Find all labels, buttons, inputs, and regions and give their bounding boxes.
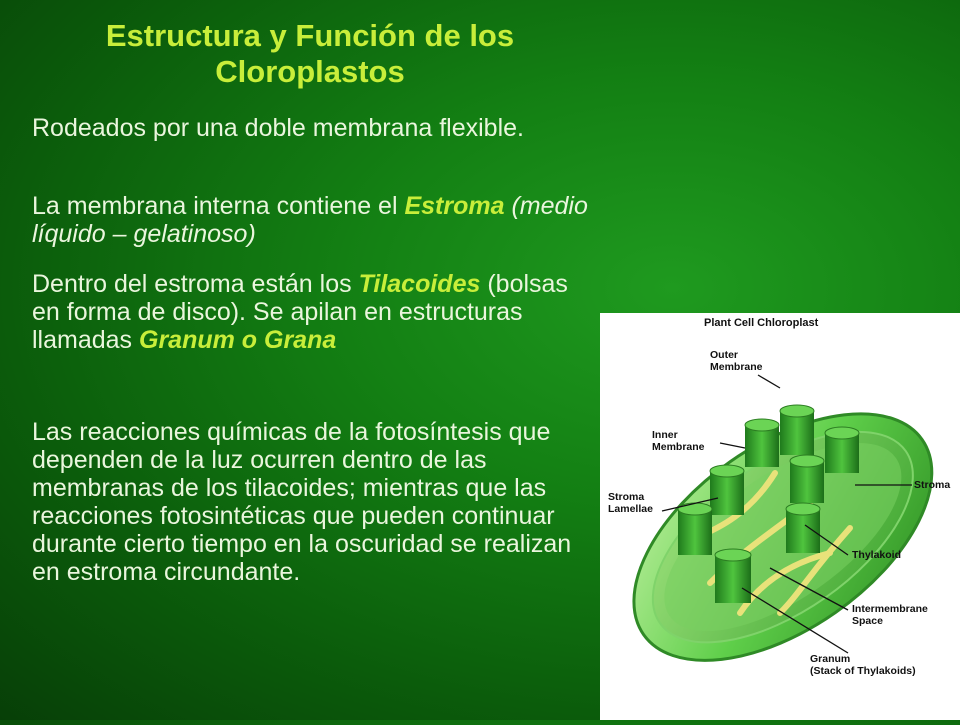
granum-stacks	[677, 404, 860, 603]
label-line: Membrane	[710, 361, 763, 373]
label-line: Membrane	[652, 441, 705, 453]
label-thylakoid: Thylakoid	[852, 549, 902, 561]
label-stroma: Stroma	[914, 479, 951, 491]
label-line: Outer	[710, 349, 739, 361]
label-line: Granum	[810, 653, 851, 665]
paragraph-text: (bolsas en forma de disco). Se apilan en…	[32, 270, 568, 354]
paragraph-text: La membrana interna contiene el	[32, 192, 405, 220]
chloroplast-illustration	[632, 374, 934, 662]
term-estroma: Estroma	[404, 192, 505, 220]
label-granum: Granum (Stack of Thylakoids)	[810, 653, 916, 677]
paragraph-text: Dentro del estroma están los	[32, 270, 359, 298]
label-line: Intermembrane	[852, 603, 928, 615]
label-line: Inner	[652, 429, 678, 441]
term-granum: Granum o Grana	[139, 326, 337, 354]
label-line: (Stack of Thylakoids)	[810, 665, 916, 677]
label-line: Lamellae	[608, 503, 653, 515]
paragraph-italic: (medio líquido – gelatinoso)	[32, 192, 588, 248]
figure-title: Plant Cell Chloroplast	[704, 317, 819, 329]
label-line: Space	[852, 615, 883, 627]
term-tilacoides: Tilacoides	[358, 270, 481, 298]
label-inner-membrane: Inner Membrane	[652, 429, 705, 453]
slide-title: Estructura y Función de los Cloroplastos	[105, 18, 515, 89]
leader-lines	[661, 374, 912, 654]
paragraph-text: Las reacciones químicas de la fotosíntes…	[32, 418, 572, 586]
paragraph-stroma: La membrana interna contiene el Estroma …	[32, 192, 592, 248]
paragraph-thylakoids: Dentro del estroma están los Tilacoides …	[32, 270, 592, 354]
paragraph-double-membrane: Rodeados por una doble membrana flexible…	[32, 114, 592, 142]
paragraph-text: Rodeados por una doble membrana flexible…	[32, 114, 524, 142]
label-line: Stroma	[608, 491, 645, 503]
label-intermembrane-space: Intermembrane Space	[852, 603, 928, 627]
chloroplast-diagram: Plant Cell Chloroplast Outer Membrane In…	[600, 313, 960, 720]
paragraph-reactions: Las reacciones químicas de la fotosíntes…	[32, 418, 592, 586]
label-stroma-lamellae: Stroma Lamellae	[608, 491, 653, 515]
label-outer-membrane: Outer Membrane	[710, 349, 763, 373]
